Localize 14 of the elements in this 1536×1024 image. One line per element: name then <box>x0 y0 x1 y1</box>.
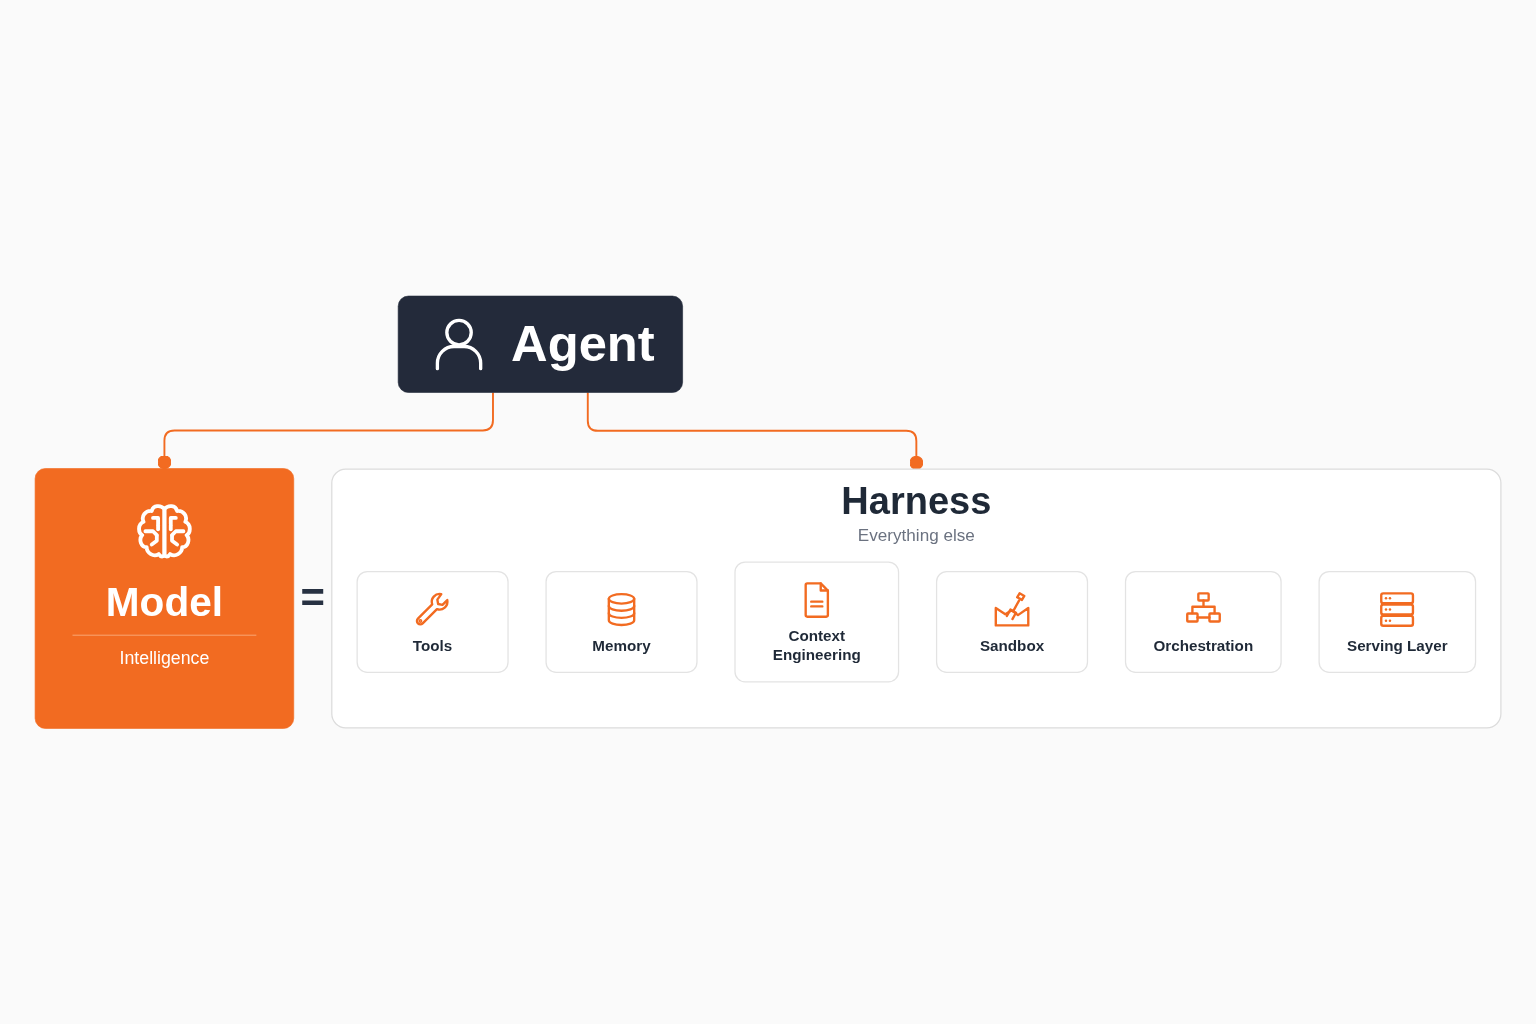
node-label: Memory <box>592 635 651 655</box>
node-title: Agent <box>511 315 655 372</box>
node-label: Tools <box>412 635 453 655</box>
connector <box>157 391 494 470</box>
node-title: Model <box>105 578 223 625</box>
node-label: Sandbox <box>979 635 1045 655</box>
node-label: Serving Layer <box>1347 635 1448 655</box>
connector <box>586 391 924 470</box>
node-subtitle: Intelligence <box>119 648 210 668</box>
node-label: Context Engineering <box>771 626 862 665</box>
node-label: Orchestration <box>1153 635 1254 655</box>
equals-sign: = <box>300 577 325 620</box>
group-subtitle: Everything else <box>857 525 975 545</box>
group-title: Harness <box>841 479 992 522</box>
